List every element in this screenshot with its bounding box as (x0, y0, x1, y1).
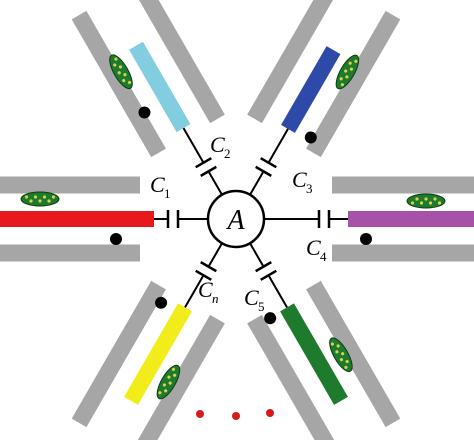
capacitor-plate (195, 269, 212, 281)
plate-upper (332, 176, 474, 194)
capacitor-subscript-cn: n (212, 291, 219, 306)
wire (249, 170, 265, 196)
capacitor-subscript-c2: 2 (224, 146, 231, 161)
cell-ellipse (335, 54, 360, 90)
ellipsis-dot (196, 410, 204, 418)
plate-lower (247, 314, 342, 440)
capacitor-plate (200, 261, 217, 273)
particle-dot (155, 296, 168, 309)
capacitor-subscript-c1: 1 (164, 186, 171, 201)
capacitor-plate (255, 261, 272, 273)
capacitor-subscript-c5: 5 (258, 299, 265, 314)
capacitor-plate (255, 165, 272, 177)
capacitor-label-c3: C (292, 167, 307, 192)
plate-lower (0, 176, 140, 194)
particle-dot (360, 233, 372, 245)
electrode-strip (348, 211, 474, 227)
ellipsis-dot (266, 409, 274, 417)
cell-ellipse (406, 193, 446, 209)
cell-ellipse (20, 191, 60, 207)
plate-lower (71, 280, 166, 428)
capacitor-plate (195, 157, 212, 169)
particle-dot (110, 233, 122, 245)
electrode-strip (0, 211, 154, 227)
hub-node (206, 189, 266, 249)
plate-lower (130, 0, 225, 124)
electrode-strip (129, 41, 191, 133)
plate-lower (332, 244, 474, 262)
wire (267, 128, 289, 164)
wire (249, 242, 265, 268)
cell-ellipse (156, 364, 181, 400)
electrode-strip (281, 46, 341, 133)
plate-lower (306, 10, 401, 158)
capacitor-label-cn: C (198, 277, 213, 302)
particle-dot (138, 106, 151, 119)
capacitor-plate (260, 157, 277, 169)
electrode-strip (124, 303, 192, 405)
cell-ellipse (109, 54, 133, 90)
capacitor-label-c1: C (150, 172, 165, 197)
plate-upper (71, 10, 166, 158)
plate-upper (130, 314, 225, 440)
wire (267, 274, 288, 308)
electrode-strip (280, 303, 348, 405)
capacitor-subscript-c3: 3 (306, 181, 313, 196)
capacitor-label-c4: C (306, 235, 321, 260)
plate-upper (0, 244, 140, 262)
cell-ellipse (329, 337, 353, 373)
capacitor-plate (200, 165, 217, 177)
capacitor-subscript-c4: 4 (320, 249, 327, 264)
wire (207, 242, 223, 268)
plate-upper (306, 280, 401, 428)
capacitor-label-c5: C (244, 285, 259, 310)
wire (182, 127, 205, 164)
capacitor-label-c2: C (210, 132, 225, 157)
particle-dot (264, 312, 277, 325)
hub-label: A (225, 205, 245, 236)
ellipsis-dot (232, 412, 240, 420)
plate-upper (247, 0, 342, 124)
wire (207, 170, 223, 196)
particle-dot (304, 131, 317, 144)
wire (184, 274, 205, 308)
capacitor-plate (260, 269, 277, 281)
